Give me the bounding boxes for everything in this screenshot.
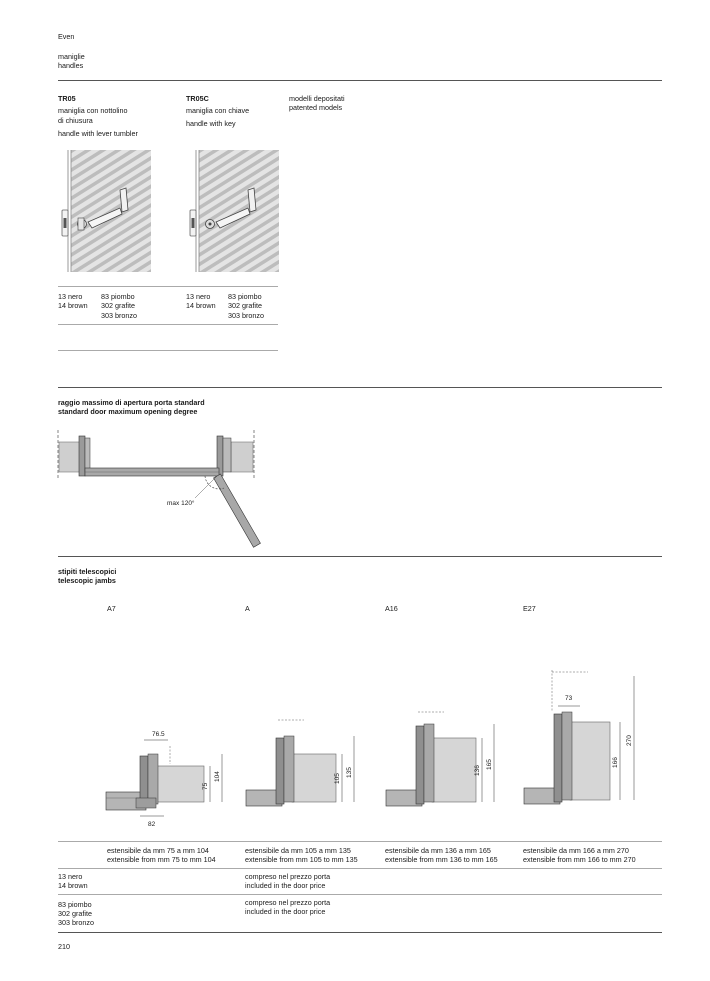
jamb-type-name: A16 — [385, 604, 398, 613]
finish-item: 14 brown — [58, 881, 88, 890]
finish-item: 14 brown — [186, 301, 216, 310]
jamb-type-name: A — [245, 604, 250, 613]
price-note-en: included in the door price — [245, 881, 326, 890]
divider — [58, 894, 662, 895]
opening-degree-diagram: max 120° — [57, 430, 261, 548]
finish-item: 14 brown — [58, 301, 88, 310]
range-en: extensible from mm 75 to mm 104 — [107, 855, 216, 864]
range-it: estensibile da mm 166 a mm 270 — [523, 846, 629, 855]
divider — [58, 932, 662, 933]
section-title-en: handles — [58, 61, 84, 70]
price-note-it: compreso nel prezzo porta — [245, 872, 331, 881]
divider — [58, 556, 662, 557]
dimension-label: 73 — [565, 695, 573, 702]
dimension-label: 104 — [214, 771, 221, 782]
range-en: extensible from mm 136 to mm 165 — [385, 855, 498, 864]
section-title-it: maniglie — [58, 52, 85, 61]
jamb-diagram-a: 105 135 — [245, 719, 355, 807]
range-en: extensible from mm 166 to mm 270 — [523, 855, 636, 864]
divider — [58, 80, 662, 81]
finish-item: 83 piombo — [228, 292, 262, 301]
finish-item: 83 piombo — [101, 292, 135, 301]
divider — [58, 350, 278, 351]
range-en: extensible from mm 105 to mm 135 — [245, 855, 358, 864]
range-it: estensibile da mm 136 a mm 165 — [385, 846, 491, 855]
dimension-label: 105 — [334, 773, 341, 784]
dimension-label: 75 — [202, 782, 209, 790]
handle-desc-en: handle with key — [186, 119, 236, 128]
finish-item: 13 nero — [186, 292, 211, 301]
handle-desc-it: di chiusura — [58, 116, 93, 125]
jamb-type-name: E27 — [523, 604, 536, 613]
price-note-it: compreso nel prezzo porta — [245, 898, 331, 907]
range-it: estensibile da mm 105 a mm 135 — [245, 846, 351, 855]
dimension-label: 165 — [486, 759, 493, 770]
jamb-diagram-e27: 73 166 270 — [523, 670, 635, 805]
handle-desc-en: handle with lever tumbler — [58, 129, 138, 138]
angle-label: max 120° — [167, 499, 195, 507]
jamb-type-name: A7 — [107, 604, 116, 613]
opening-title-it: raggio massimo di apertura porta standar… — [58, 398, 205, 407]
dimension-label: 82 — [148, 821, 156, 828]
page-number: 210 — [58, 942, 70, 951]
handle-code: TR05 — [58, 94, 76, 103]
brand-name: Even — [58, 32, 75, 41]
dimension-label: 166 — [612, 757, 619, 768]
divider — [58, 324, 278, 325]
finish-item: 303 bronzo — [228, 311, 264, 320]
handle-code: TR05C — [186, 94, 209, 103]
patent-note-it: modelli depositati — [289, 94, 345, 103]
opening-title-en: standard door maximum opening degree — [58, 407, 198, 416]
divider — [58, 868, 662, 869]
divider — [58, 286, 278, 287]
jambs-title-en: telescopic jambs — [58, 576, 116, 585]
handle-desc-it: maniglia con nottolino — [58, 106, 128, 115]
handle-desc-it: maniglia con chiave — [186, 106, 250, 115]
range-it: estensibile da mm 75 a mm 104 — [107, 846, 209, 855]
finish-item: 83 piombo — [58, 900, 92, 909]
jamb-diagram-a16: 136 165 — [385, 711, 495, 807]
finish-item: 302 grafite — [58, 909, 92, 918]
jamb-diagram-a7: 76.5 75 104 82 — [105, 731, 223, 828]
finish-item: 302 grafite — [228, 301, 262, 310]
finish-item: 303 bronzo — [58, 918, 94, 927]
handle-illustration-tr05 — [61, 150, 151, 272]
dimension-label: 136 — [474, 765, 481, 776]
patent-note-en: patented models — [289, 103, 343, 112]
finish-item: 302 grafite — [101, 301, 135, 310]
dimension-label: 76.5 — [152, 731, 165, 738]
divider — [58, 841, 662, 842]
finish-item: 303 bronzo — [101, 311, 137, 320]
price-note-en: included in the door price — [245, 907, 326, 916]
jambs-title-it: stipiti telescopici — [58, 567, 117, 576]
divider — [58, 387, 662, 388]
dimension-label: 270 — [626, 735, 633, 746]
handle-illustration-tr05c — [189, 150, 279, 272]
finish-item: 13 nero — [58, 292, 83, 301]
finish-item: 13 nero — [58, 872, 83, 881]
dimension-label: 135 — [346, 767, 353, 778]
